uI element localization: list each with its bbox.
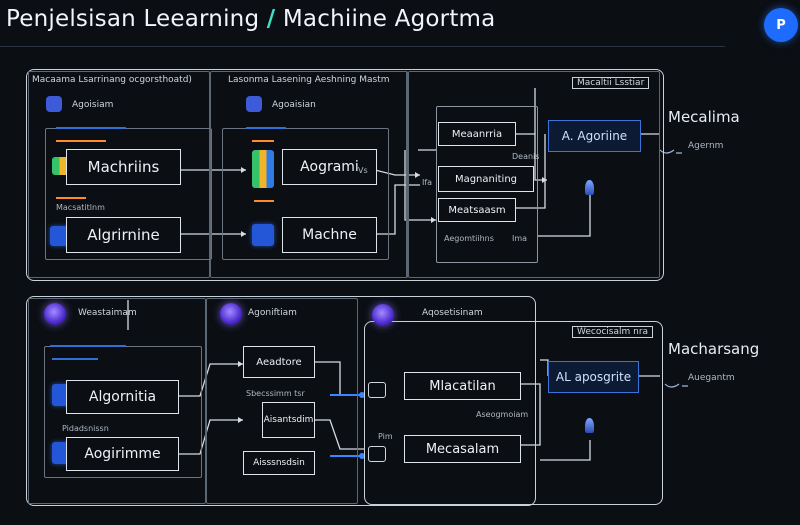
orange-accent-bar <box>56 140 106 142</box>
top-box-meaanrria[interactable]: Meaanrria <box>438 122 516 146</box>
top-box-machne[interactable]: Machne <box>282 217 377 253</box>
bottom-box-mecasalam[interactable]: Mecasalam <box>404 435 521 463</box>
top-box-aogrami-side: Vs <box>358 166 368 175</box>
top-panel1-tag: Agoisiam <box>72 100 114 110</box>
bottom-diagram-frame-left <box>26 296 536 506</box>
bottom-box-aogirimme[interactable]: Aogirimme <box>66 437 179 471</box>
layers-icon <box>252 150 274 188</box>
bottom-box-aisssnsdsin[interactable]: Aisssnsdsin <box>243 451 315 475</box>
top-panel3-stack <box>436 106 538 263</box>
top-algo-box[interactable]: A. Agoriine <box>548 120 641 152</box>
bottom-panel3-top-label: Wecocisalm nra <box>572 326 654 338</box>
scale-icon <box>368 446 386 462</box>
bottom-box-b-label: Sbecssimm tsr <box>246 389 305 398</box>
bottom-io-label: Pim <box>378 432 393 441</box>
top-box-magnaniting[interactable]: Magnaniting <box>438 166 534 192</box>
orange-accent-bar <box>252 140 274 142</box>
top-panel1-small: Macsatitlnm <box>56 203 105 212</box>
bottom-panel3-header: Aqosetisinam <box>422 308 483 318</box>
bottom-box-mlacatilan[interactable]: Mlacatilan <box>404 372 521 400</box>
top-panel1-inner <box>45 128 212 260</box>
scale-icon <box>368 382 386 398</box>
chip-icon <box>252 224 274 246</box>
blue-accent-bar <box>50 345 126 347</box>
top-panel-3 <box>408 71 660 278</box>
top-panel3-header: Macaltii Lsstiar <box>572 77 650 89</box>
bottom-panel1-small: Pidadsnissn <box>62 424 109 433</box>
blue-accent-bar <box>56 127 126 129</box>
bottom-diagram-frame-right <box>364 321 663 505</box>
top-io-label: Ifa <box>422 178 433 187</box>
top-box-machine[interactable]: Machriins <box>66 149 181 185</box>
top-label-bottom: Aegomtiihns <box>444 234 494 243</box>
lightbulb-icon <box>585 418 594 433</box>
grid-icon <box>246 96 262 112</box>
top-right-title: Mecalima <box>668 108 740 126</box>
header-divider <box>0 46 725 47</box>
blue-accent-bar <box>246 127 286 129</box>
top-diagram-frame <box>26 69 664 281</box>
orange-accent-bar <box>56 197 86 199</box>
ai-orb-icon <box>372 304 394 326</box>
top-panel2-inner <box>222 128 389 260</box>
bottom-panel-2 <box>206 298 358 504</box>
bottom-right-sub: Auegantm <box>688 373 735 383</box>
orange-accent-bar <box>254 200 274 202</box>
top-box-note: Deanis <box>512 152 540 161</box>
profile-button-label: P <box>776 17 786 33</box>
title-separator: / <box>266 6 276 32</box>
top-box-algorithm[interactable]: Algrirnine <box>66 217 181 253</box>
blue-accent-bar <box>52 358 98 360</box>
lightbulb-icon <box>585 180 594 195</box>
top-box-meatsaasm[interactable]: Meatsaasm <box>438 198 516 222</box>
top-panel2-tag: Agoaisian <box>272 100 316 110</box>
bottom-panel2-header: Agoniftiam <box>248 308 297 318</box>
title-part1: Penjelsisan Leearning <box>6 6 260 32</box>
top-box-aogrami[interactable]: Aogrami <box>282 149 377 185</box>
bottom-algo-box[interactable]: AL aposgrite <box>548 361 639 393</box>
profile-button[interactable]: P <box>764 8 798 42</box>
bottom-box-algornitia[interactable]: Algornitia <box>66 380 179 414</box>
top-panel2-header: Lasonma Lasening Aeshning Mastm <box>228 75 390 85</box>
top-panel1-header: Macaama Lsarrinang ocgorsthoatd) <box>32 75 192 85</box>
bottom-right-title: Macharsang <box>668 340 760 358</box>
bottom-box1-note: Aseogmoiam <box>476 410 529 419</box>
bottom-box-aeadtore[interactable]: Aeadtore <box>243 346 315 378</box>
top-panel-1 <box>28 71 210 278</box>
title-part2: Machiine Agortma <box>282 6 496 32</box>
document-icon <box>46 96 62 112</box>
bottom-box-aisantsdim[interactable]: Aisantsdim <box>262 402 315 438</box>
bottom-panel1-header: Weastaimam <box>78 308 137 318</box>
ai-orb-icon <box>44 303 66 325</box>
page-title: Penjelsisan Leearning / Machiine Agortma <box>6 6 495 32</box>
ai-orb-icon <box>220 303 242 325</box>
top-right-sub: Agernm <box>688 141 724 151</box>
bottom-panel-1 <box>28 298 206 504</box>
top-label-bottom2: Ima <box>512 234 528 243</box>
top-panel-2 <box>210 71 408 278</box>
